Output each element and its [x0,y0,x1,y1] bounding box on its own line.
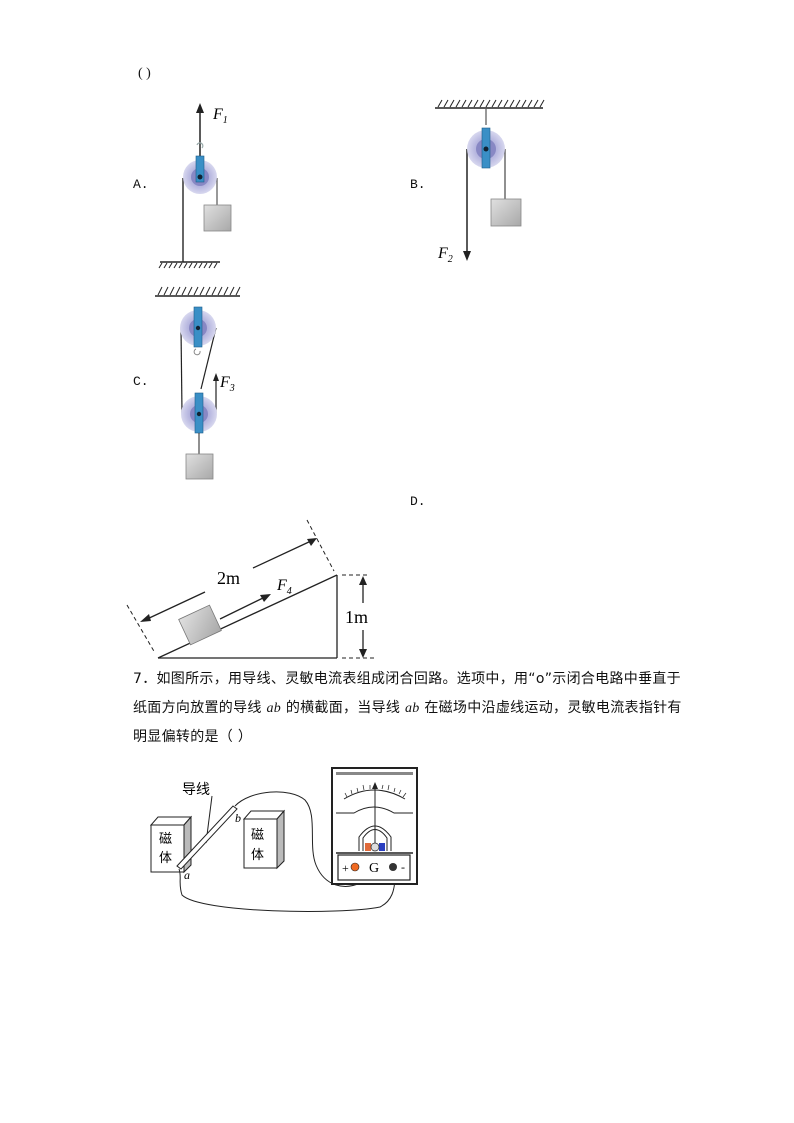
figure-c-pulley-block: F3 [155,286,241,480]
force-f2-label: F2 [437,245,453,265]
option-a-label: A. [133,177,149,192]
question-7-line2: 纸面方向放置的导线 ab 的横截面，当导线 ab 在磁场中沿虚线运动，灵敏电流表… [133,700,682,716]
end-b-label: b [235,811,241,825]
wire-ab-ref: ab [404,701,420,716]
answer-blank-paren: ( ) [138,66,151,81]
meter-g-label: G [369,861,379,876]
magnet-left-text-1: 磁 [159,831,172,846]
option-c-label: C. [133,374,149,389]
terminal-plus [350,862,360,872]
terminal-minus [389,863,397,871]
question-7: 7．如图所示，用导线、灵敏电流表组成闭合回路。选项中，用“ο”示闭合电路中垂直于… [133,665,693,752]
terminal-plus-label: + [342,861,349,875]
magnet-left-text-2: 体 [159,850,172,865]
height-1m-label: 1m [345,607,368,627]
option-b-label: B. [410,177,426,192]
force-f3-label: F3 [219,374,235,394]
wire-ab-ref: ab [266,701,282,716]
question-7-line3: 明显偏转的是（ ） [133,729,253,745]
figure-a-movable-pulley: F1 [158,103,232,269]
length-2m-label: 2m [217,568,240,588]
option-d-label: D. [410,494,426,509]
force-f4-label: F4 [276,577,292,597]
magnet-right-text-2: 体 [251,847,264,862]
wire-label: 导线 [182,782,210,798]
magnet-right-text-1: 磁 [251,827,264,842]
figure-7-circuit: 导线 磁 体 磁 体 a b + G - [149,767,418,912]
end-a-label: a [184,868,190,882]
figure-b-fixed-pulley: F2 [435,99,545,265]
figure-d-incline: 2m 1m F4 [126,519,377,659]
force-f1-label: F1 [212,106,228,126]
conductor-ab [176,805,238,870]
terminal-minus-label: - [401,860,405,874]
question-7-line1: 7．如图所示，用导线、灵敏电流表组成闭合回路。选项中，用“ο”示闭合电路中垂直于 [133,671,681,687]
